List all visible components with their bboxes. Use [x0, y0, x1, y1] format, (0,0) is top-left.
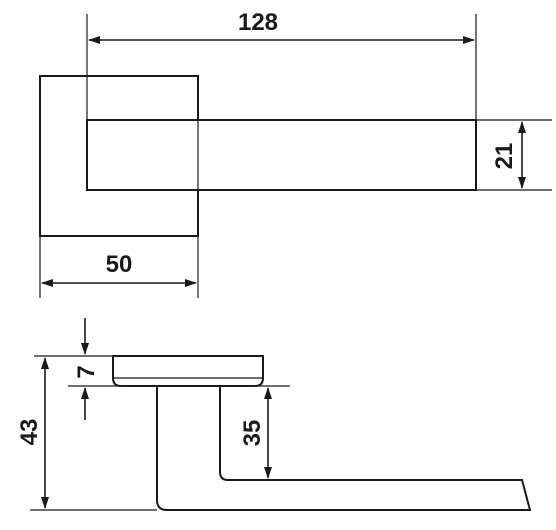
dimension-label-128: 128: [238, 9, 278, 36]
rosette-side-outline: [112, 355, 264, 387]
dimension-height-handle: 21: [476, 119, 552, 191]
lever-side-outline: [156, 386, 532, 511]
rosette-outline: [39, 75, 199, 237]
dimension-label-43: 43: [16, 419, 43, 446]
side-view: 7 43 35: [16, 318, 532, 511]
top-view: 128 21 50: [39, 9, 552, 298]
dimension-height-offset: 35: [228, 387, 290, 481]
dimension-label-35: 35: [239, 420, 266, 447]
dimension-label-50: 50: [106, 251, 133, 278]
dimension-label-7: 7: [73, 365, 100, 378]
dimension-thickness-rosette: 7: [62, 318, 290, 420]
dimension-width-rosette: 50: [39, 236, 199, 298]
dimension-height-total: 43: [16, 355, 157, 511]
dimension-label-21: 21: [491, 143, 518, 170]
lever-outline: [86, 119, 477, 191]
dimension-width-overall: 128: [86, 9, 477, 120]
